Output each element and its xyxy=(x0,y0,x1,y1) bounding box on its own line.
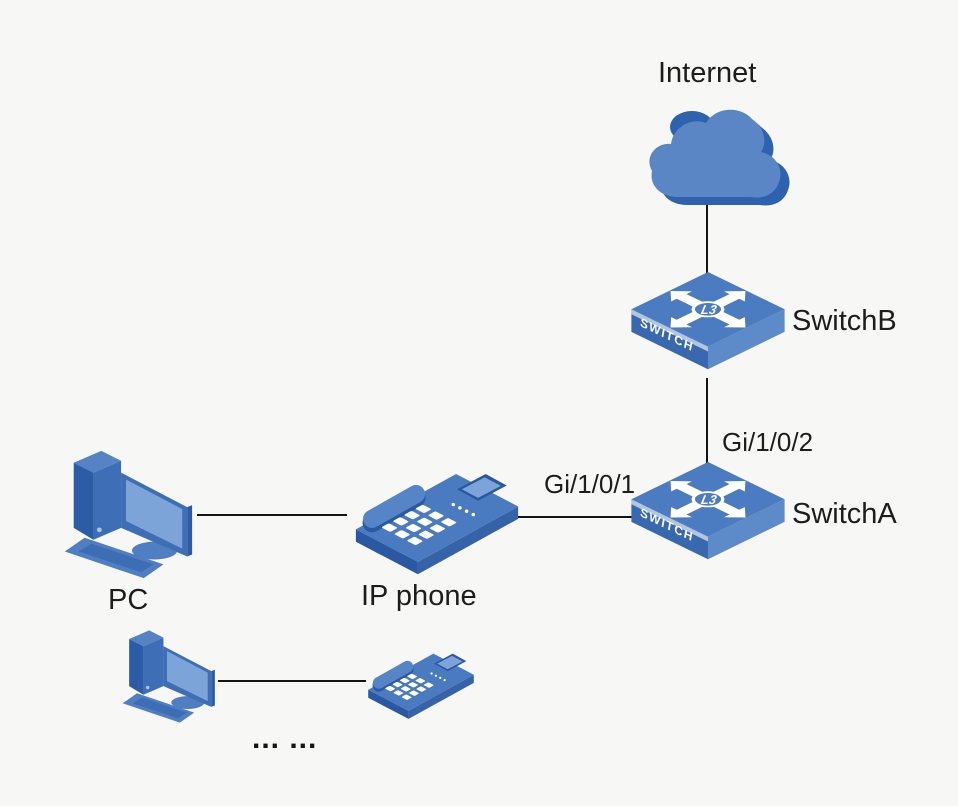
ip-phone-icon xyxy=(342,453,532,579)
switcha-icon xyxy=(628,460,788,570)
port-label-gi-1-0-2: Gi/1/0/2 xyxy=(722,427,814,457)
link-pc-ipphone xyxy=(197,514,347,516)
link-ipphone-switcha xyxy=(517,516,633,518)
switchb-label: SwitchB xyxy=(792,305,897,337)
internet-cloud-icon xyxy=(640,97,790,217)
switcha-label: SwitchA xyxy=(792,498,897,530)
more-devices-ellipsis: ... ... xyxy=(252,722,318,755)
link-internet-switchb xyxy=(706,197,708,273)
ip-phone2-icon xyxy=(362,639,480,723)
pc-label: PC xyxy=(108,584,149,616)
ip-phone-label: IP phone xyxy=(361,580,477,612)
pc2-icon xyxy=(112,629,222,729)
switchb-icon xyxy=(628,270,788,380)
internet-label: Internet xyxy=(658,57,757,89)
port-label-gi-1-0-1: Gi/1/0/1 xyxy=(544,469,636,499)
link-pc2-ipphone2 xyxy=(218,680,366,682)
link-switchb-switcha xyxy=(706,378,708,463)
pc-icon xyxy=(52,448,200,588)
